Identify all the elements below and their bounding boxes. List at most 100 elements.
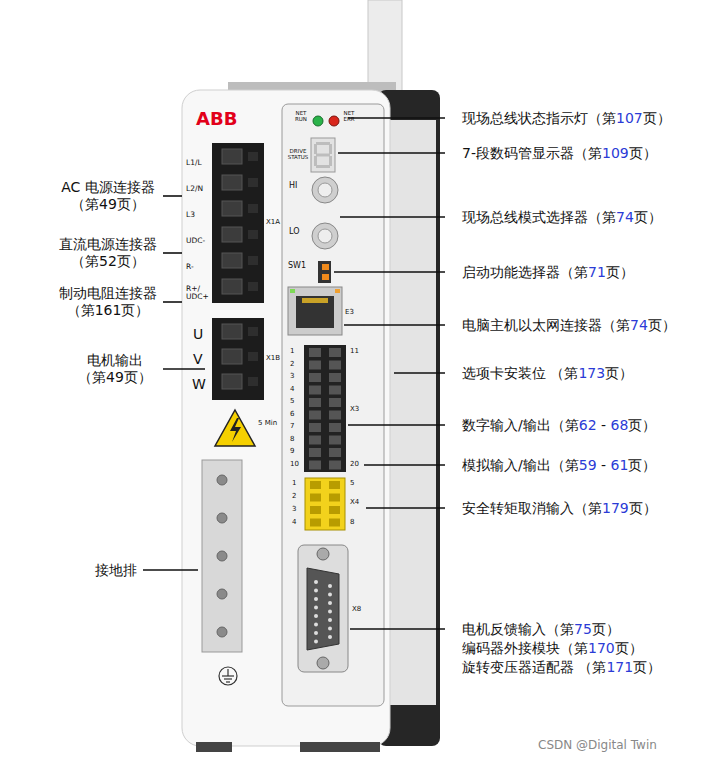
page-number: 68 [611, 417, 629, 433]
pin-number: 5 [350, 480, 354, 487]
page-number: 171 [606, 659, 633, 675]
terminal-name: U [193, 326, 203, 343]
rotary-switch [312, 223, 338, 249]
pin-number: 1 [290, 348, 294, 355]
callout-label: 7-段数码管显示器（第109页） [462, 145, 657, 162]
label-part: 页） [628, 417, 656, 433]
label-part: -段数码管显示器（第 [471, 145, 602, 161]
segment-ghost [314, 142, 332, 168]
label-part: 页） [629, 145, 657, 161]
dip-lever [322, 274, 329, 280]
label-part: 页） [615, 640, 643, 656]
page-number: 71 [588, 264, 606, 280]
label-part: 选项卡安装位 （第 [462, 365, 578, 381]
connector-holes [309, 348, 341, 470]
dsub-shell [307, 568, 339, 650]
mount-tab [368, 0, 402, 94]
page-number: 109 [602, 145, 629, 161]
page-number: 62 [579, 417, 597, 433]
callout-label: 选项卡安装位 （第173页） [462, 365, 633, 382]
label-part: 页） [629, 500, 657, 516]
pin-number: 8 [290, 436, 294, 443]
dsub-connector [298, 545, 348, 672]
page-number: 74 [616, 209, 634, 225]
callout-label: 电机反馈输入（第75页） [462, 621, 620, 638]
brand-logo: ABB [196, 108, 237, 130]
led-name: NET ERR [340, 111, 358, 123]
label-part: 页） [648, 317, 676, 333]
io-connector [304, 345, 346, 472]
pin-number: 9 [290, 448, 294, 455]
pin-number: 10 [290, 461, 299, 468]
pin-number: 4 [290, 386, 294, 393]
callout-label: 旋转变压器适配器 （第171页） [462, 659, 661, 676]
lightning-bolt [230, 418, 241, 442]
display-name: DRIVE STATUS [286, 149, 310, 161]
label-part: 页） [605, 365, 633, 381]
callout-label: 模拟输入/输出（第59 - 61页） [462, 457, 656, 474]
switch-name: SW1 [288, 262, 306, 270]
label-part: - [597, 417, 611, 433]
warning-triangle [215, 410, 255, 446]
connector-name: X1A [266, 219, 280, 226]
page-number: 74 [630, 317, 648, 333]
earth-holes [217, 475, 227, 637]
control-panel [282, 104, 384, 706]
terminal-name: UDC- [186, 237, 205, 245]
pin-number: 7 [290, 423, 294, 430]
terminal-name: V [193, 351, 203, 368]
callout-label: 直流电源连接器 （第52页） [48, 236, 168, 270]
foot [300, 742, 380, 752]
label-part: 现场总线模式选择器（第 [462, 209, 616, 225]
page-number: 170 [588, 640, 615, 656]
pin-number: 4 [292, 519, 296, 526]
page-number: 61 [611, 457, 629, 473]
led-name: NET RUN [292, 111, 310, 123]
terminal-name: R- [186, 263, 194, 271]
callout-label: 现场总线状态指示灯（第107页） [462, 110, 671, 127]
callout-label: 编码器外接模块（第170页） [462, 640, 643, 657]
foot [196, 742, 232, 752]
dip-switch [318, 261, 331, 283]
switch-name: LO [289, 228, 299, 236]
ground-symbol [219, 667, 237, 685]
watermark: CSDN @Digital Twin [538, 738, 657, 752]
ethernet-pins [302, 298, 328, 303]
sto-connector [305, 478, 345, 530]
label-part: 启动功能选择器（第 [462, 264, 588, 280]
label-part: 页） [628, 457, 656, 473]
pin-number: 8 [350, 519, 354, 526]
earth-bar [202, 460, 242, 652]
pin-number: 6 [290, 411, 294, 418]
warning-note: 5 Min [258, 420, 277, 427]
label-part: 页） [592, 621, 620, 637]
callout-label: 电机输出 （第49页） [65, 352, 165, 386]
pin-number: 2 [292, 493, 296, 500]
label-part: 页） [633, 659, 661, 675]
terminal-slots [222, 149, 258, 389]
motor-terminal [212, 318, 264, 400]
led-green [313, 116, 323, 126]
label-part: 页） [606, 264, 634, 280]
label-part: 模拟输入/输出（第 [462, 457, 579, 473]
callout-label: AC 电源连接器 （第49页） [48, 179, 168, 213]
ethernet-led [290, 289, 295, 293]
label-part: 7 [462, 145, 471, 161]
page-number: 179 [602, 500, 629, 516]
label-part: 安全转矩取消输入（第 [462, 500, 602, 516]
terminal-name: L3 [186, 211, 195, 219]
ethernet-jack [288, 287, 342, 335]
label-part: 旋转变压器适配器 （第 [462, 659, 606, 675]
callout-label: 接地排 [95, 562, 137, 579]
terminal-name: L1/L [186, 159, 202, 167]
label-part: 电脑主机以太网连接器（第 [462, 317, 630, 333]
connector-name: X8 [352, 606, 361, 613]
page-number: 59 [579, 457, 597, 473]
page-number: 173 [578, 365, 605, 381]
side-panel [388, 120, 436, 705]
connector-name: X4 [350, 499, 359, 506]
label-part: 电机反馈输入（第 [462, 621, 574, 637]
led-red [329, 116, 339, 126]
label-part: 编码器外接模块（第 [462, 640, 588, 656]
callout-label: 现场总线模式选择器（第74页） [462, 209, 662, 226]
